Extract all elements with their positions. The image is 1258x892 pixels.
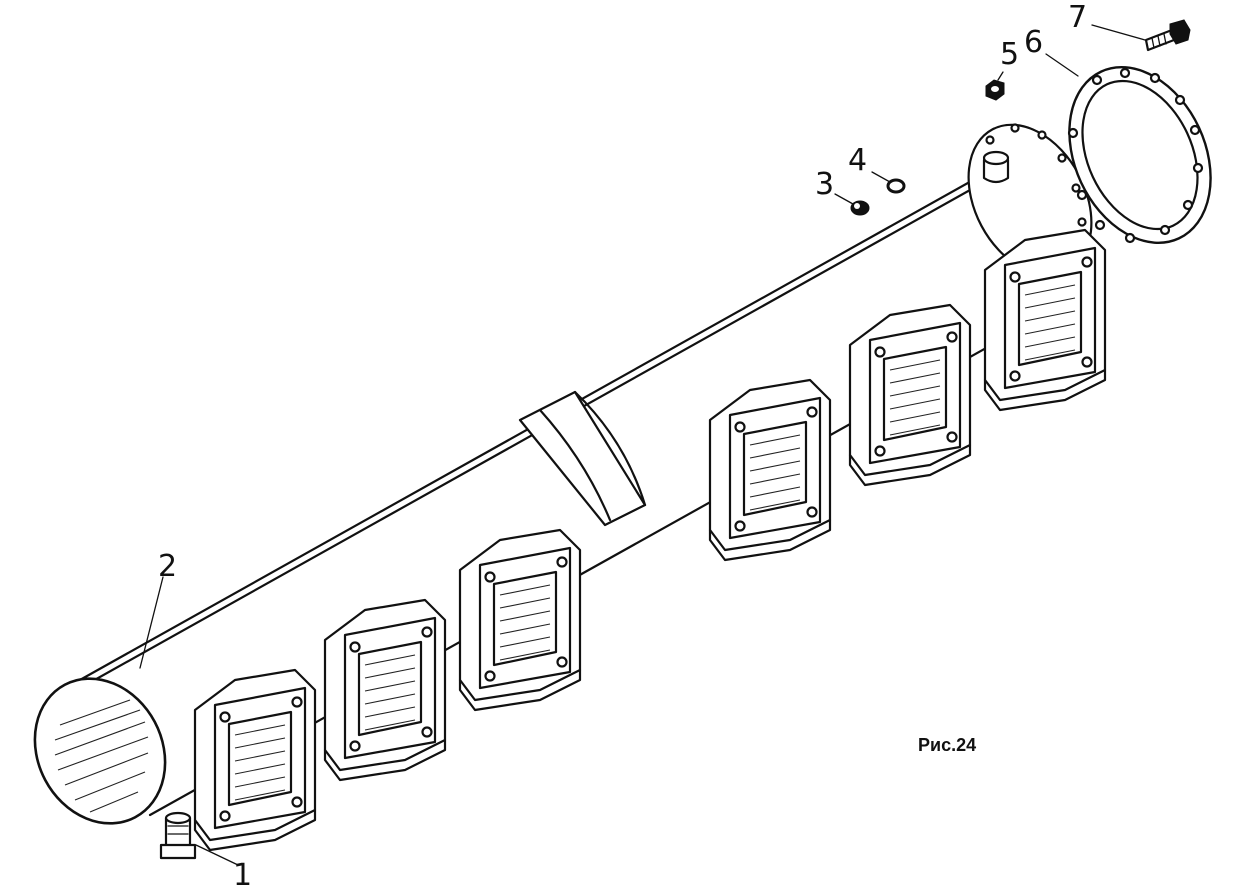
washer-part-4 (871, 171, 906, 194)
pipe-end-cap (33, 677, 167, 825)
end-cap-hatching (54, 699, 149, 813)
fitting-part-3 (834, 193, 870, 216)
callout-6: 6 (1024, 25, 1043, 60)
manifold-pipe (33, 123, 1093, 825)
callout-2: 2 (158, 549, 177, 584)
callout-3: 3 (815, 167, 834, 202)
callout-4: 4 (848, 143, 867, 178)
rear-flange-holes (985, 123, 1087, 227)
figure-caption: Рис.24 (918, 735, 976, 755)
gasket-part-6 (1045, 53, 1212, 244)
plug-part-1 (159, 811, 239, 866)
leader-2 (139, 576, 164, 669)
pipe-boss (982, 158, 1010, 184)
callout-5: 5 (1000, 37, 1019, 72)
callout-7: 7 (1068, 0, 1087, 35)
nut-part-5 (985, 71, 1005, 101)
bolt-part-7 (1091, 19, 1191, 52)
callout-1: 1 (233, 858, 252, 892)
